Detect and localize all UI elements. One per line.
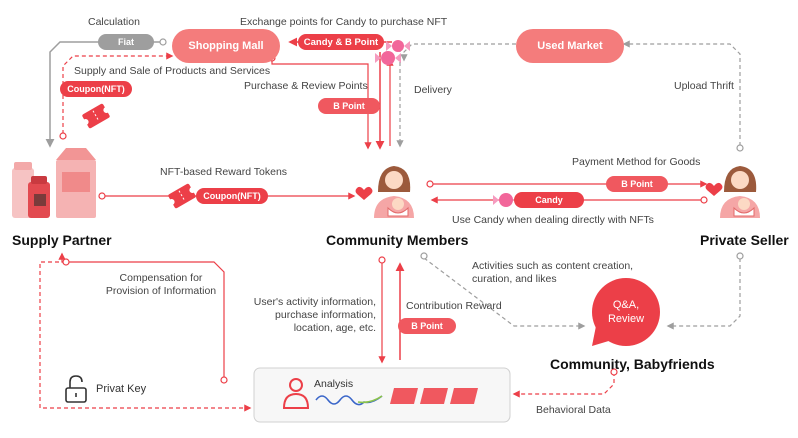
shopping-mall-node: Shopping Mall (172, 29, 280, 63)
community-label: Community, Babyfriends (550, 356, 715, 372)
data-block-icon (450, 388, 478, 404)
person-icon (282, 378, 310, 409)
lock-icon (65, 375, 87, 403)
supply-sale-label: Supply and Sale of Products and Services (74, 65, 271, 77)
behavioral-arrow (512, 372, 615, 398)
coupon-nft-badge-mid: Coupon(NFT) (196, 188, 268, 204)
use-candy-label: Use Candy when dealing directly with NFT… (452, 214, 654, 226)
upload-thrift-arrow (622, 40, 741, 146)
delivery-label: Delivery (414, 84, 452, 96)
analysis-panel (253, 367, 511, 423)
calculation-dot (159, 38, 167, 46)
nft-reward-dot (98, 192, 106, 200)
activities-arrow (423, 257, 586, 330)
b-point-contribution-badge: B Point (398, 318, 456, 334)
fiat-badge: Fiat (98, 34, 154, 50)
compensation-label: Compensation for Provision of Informatio… (105, 272, 217, 297)
upload-thrift-dot (736, 144, 744, 152)
privat-key-arrow (39, 261, 252, 412)
behavioral-label: Behavioral Data (536, 404, 611, 416)
use-candy-dot (700, 196, 708, 204)
user-activity-dot (378, 256, 386, 264)
upload-thrift-label: Upload Thrift (674, 80, 734, 92)
private-seller-label: Private Seller (700, 232, 789, 248)
qa-bubble (592, 278, 660, 346)
contribution-label: Contribution Reward (406, 300, 502, 312)
coupon-nft-badge-top: Coupon(NFT) (60, 81, 132, 97)
nft-reward-label: NFT-based Reward Tokens (160, 166, 288, 178)
compensation-dot (220, 376, 228, 384)
seller-community-dot (736, 252, 744, 260)
candy-b-point-badge: Candy & B Point (298, 34, 384, 50)
supply-sale-dot (59, 132, 67, 140)
exchange-label: Exchange points for Candy to purchase NF… (240, 16, 448, 28)
mother-baby-icon (720, 166, 760, 218)
data-block-icon (420, 388, 448, 404)
seller-community-arrow (666, 258, 741, 330)
candy-badge: Candy (514, 192, 584, 208)
candy-icon (386, 40, 410, 52)
heart-icon (355, 186, 373, 200)
candy-icon (375, 51, 401, 65)
calculation-label: Calculation (88, 16, 140, 28)
qa-bubble-tail (592, 326, 612, 346)
heart-icon (705, 182, 723, 196)
activities-label: Activities such as content creation, cur… (472, 260, 634, 285)
activities-dot (420, 252, 428, 260)
compensation-arrow (58, 252, 225, 380)
coupon-icon (82, 103, 110, 129)
supply-partner-label: Supply Partner (12, 232, 112, 248)
behavioral-dot (610, 368, 618, 376)
community-members-label: Community Members (326, 232, 469, 248)
products-icon (12, 148, 96, 218)
used-market-arrow (400, 43, 516, 62)
data-block-icon (390, 388, 418, 404)
user-activity-label: User's activity information, purchase in… (253, 296, 376, 334)
payment-dot (426, 180, 434, 188)
coupon-icon (168, 183, 196, 209)
mother-baby-icon (374, 166, 414, 218)
payment-method-label: Payment Method for Goods (572, 156, 701, 168)
qa-review-label: Q&A, Review (607, 299, 645, 325)
privat-key-label: Privat Key (96, 383, 147, 395)
purchase-review-label: Purchase & Review Points (244, 80, 368, 92)
b-point-purchase-badge: B Point (318, 98, 380, 114)
b-point-payment-badge: B Point (606, 176, 668, 192)
used-market-node: Used Market (516, 29, 624, 63)
privat-key-dot (62, 258, 70, 266)
analysis-label: Analysis (314, 378, 354, 390)
